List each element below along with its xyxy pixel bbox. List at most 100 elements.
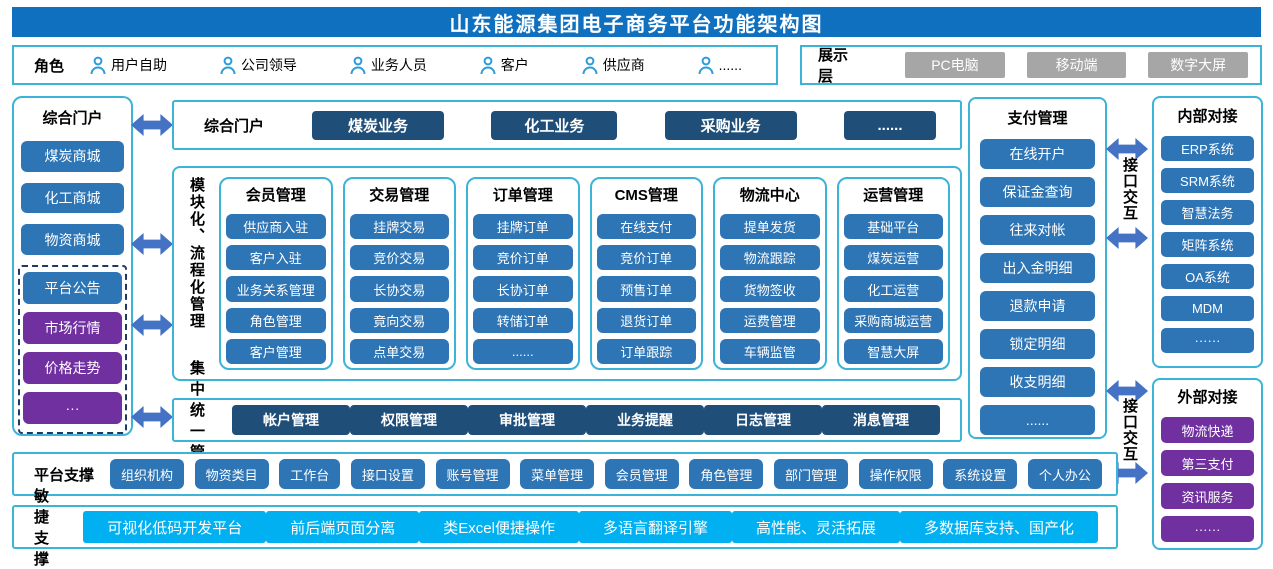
portal-row-items: 煤炭业务 化工业务 采购业务 ...... [312,110,936,140]
module-group-title: 交易管理 [369,187,430,204]
person-icon [698,56,714,75]
platform-support-item: 组织机构 [110,459,185,489]
payment-item: 保证金查询 [980,177,1095,207]
portal-row-item: 采购业务 [664,110,797,140]
role-item: 供应商 [582,55,645,75]
payment-item: 在线开户 [980,139,1095,169]
display-item-pc: PC电脑 [905,52,1005,78]
central-control-item: 帐户管理 [232,405,350,435]
module-item: 在线支付 [596,214,696,240]
module-item: 客户入驻 [226,245,326,271]
platform-support-item: 菜单管理 [520,459,595,489]
portal-column: 综合门户 煤炭商城 化工商城 物资商城 平台公告 市场行情 价格走势 ··· [12,96,133,436]
platform-support-item: 操作权限 [858,459,933,489]
payment-item: 往来对帐 [980,215,1095,245]
module-item: 提单发货 [720,214,820,240]
payment-item: 退款申请 [980,291,1095,321]
module-item: 煤炭运营 [843,245,943,271]
module-group-title: CMS管理 [614,187,678,204]
payment-item: 锁定明细 [980,329,1095,359]
person-icon [90,56,106,75]
double-arrow-icon [131,114,173,136]
role-item-label: ...... [718,57,742,73]
module-group-title: 订单管理 [492,187,553,204]
portal-row-label: 综合门户 [204,117,265,135]
platform-support-item: 接口设置 [350,459,425,489]
platform-support-item: 角色管理 [689,459,764,489]
agile-support-item: 类Excel便捷操作 [419,511,579,543]
person-icon [582,56,598,75]
portal-dashed-item: ··· [23,392,122,425]
module-item: 供应商入驻 [226,214,326,240]
agile-support-items: 可视化低码开发平台 前后端页面分离 类Excel便捷操作 多语言翻译引擎 高性能… [83,511,1098,543]
central-control-item: 消息管理 [822,405,940,435]
role-item-label: 用户自助 [111,57,168,73]
module-group-member: 会员管理 供应商入驻 客户入驻 业务关系管理 角色管理 客户管理 [219,177,333,370]
display-layer-panel: 展示层 PC电脑 移动端 数字大屏 [800,45,1262,85]
module-item: 长协订单 [473,276,573,302]
module-item: 挂牌订单 [473,214,573,240]
display-layer-label: 展示层 [818,47,849,85]
roles-items: 用户自助 公司领导 业务人员 客户 供应商 ...... [90,55,742,75]
portal-row-panel: 综合门户 煤炭业务 化工业务 采购业务 ...... [172,100,962,150]
person-icon [480,56,496,75]
portal-dashed-item: 价格走势 [23,352,122,385]
agile-support-item: 高性能、灵活拓展 [731,511,900,543]
module-item: 角色管理 [226,307,326,333]
double-arrow-icon [1106,227,1148,249]
portal-column-item: 煤炭商城 [21,141,124,172]
internal-integration-item: ERP系统 [1161,136,1254,161]
module-group-cms: CMS管理 在线支付 竞价订单 预售订单 退货订单 订单跟踪 [589,177,703,370]
double-arrow-icon [1106,380,1148,402]
external-integration-item: ······ [1161,516,1254,542]
internal-integration-panel: 内部对接 ERP系统 SRM系统 智慧法务 矩阵系统 OA系统 MDM ····… [1152,96,1263,368]
module-item: 智慧大屏 [843,338,943,365]
payment-item: ...... [980,405,1095,435]
internal-integration-item: SRM系统 [1161,168,1254,193]
module-item: 竞价订单 [596,245,696,271]
portal-dashed-item: 平台公告 [23,272,122,305]
modules-panel: 模块化、流程化管理 会员管理 供应商入驻 客户入驻 业务关系管理 角色管理 客户… [172,166,962,381]
module-group-trade: 交易管理 挂牌交易 竞价交易 长协交易 竟向交易 点单交易 [342,177,456,370]
internal-integration-item: OA系统 [1161,264,1254,289]
central-control-item: 日志管理 [704,405,822,435]
role-item-label: 公司领导 [240,57,297,73]
module-item: 车辆监管 [720,338,820,365]
module-item: 客户管理 [226,338,326,365]
module-group-title: 会员管理 [245,187,306,204]
external-integration-title: 外部对接 [1177,389,1238,406]
roles-panel: 角色 用户自助 公司领导 业务人员 客户 供应商 ...... [12,45,778,85]
agile-support-item: 多语言翻译引擎 [578,511,732,543]
internal-integration-item: ······ [1161,328,1254,353]
platform-support-panel: 平台支撑 组织机构 物资类目 工作台 接口设置 账号管理 菜单管理 会员管理 角… [12,452,1118,496]
portal-row-item: 煤炭业务 [312,110,445,140]
portal-row-item: 化工业务 [491,110,618,140]
portal-dashed-group: 平台公告 市场行情 价格走势 ··· [18,265,127,435]
module-item: 运费管理 [720,307,820,333]
internal-integration-item: 智慧法务 [1161,200,1254,225]
platform-support-item: 系统设置 [943,459,1018,489]
internal-integration-item: 矩阵系统 [1161,232,1254,257]
platform-support-label: 平台支撑 [34,466,95,484]
display-item-bigscreen: 数字大屏 [1148,52,1248,78]
module-item: 订单跟踪 [596,338,696,365]
central-control-items: 帐户管理 权限管理 审批管理 业务提醒 日志管理 消息管理 [232,405,940,435]
person-icon [220,56,236,75]
payment-title: 支付管理 [1007,110,1068,127]
interface-interaction-label: 接口交互 [1121,398,1138,462]
central-control-item: 审批管理 [468,405,586,435]
role-item-label: 客户 [500,57,529,73]
module-item: 竟向交易 [349,307,449,333]
role-item-label: 业务人员 [370,57,427,73]
person-icon [350,56,366,75]
central-control-item: 权限管理 [350,405,468,435]
portal-column-item: 物资商城 [21,224,124,256]
double-arrow-icon [131,314,173,336]
module-item: 货物签收 [720,276,820,302]
external-integration-item: 资讯服务 [1161,483,1254,509]
module-item: 挂牌交易 [349,214,449,240]
payment-panel: 支付管理 在线开户 保证金查询 往来对帐 出入金明细 退款申请 锁定明细 收支明… [968,97,1107,439]
page-title: 山东能源集团电子商务平台功能架构图 [12,7,1261,37]
roles-label: 角色 [34,57,65,75]
platform-support-items: 组织机构 物资类目 工作台 接口设置 账号管理 菜单管理 会员管理 角色管理 部… [110,459,1102,489]
